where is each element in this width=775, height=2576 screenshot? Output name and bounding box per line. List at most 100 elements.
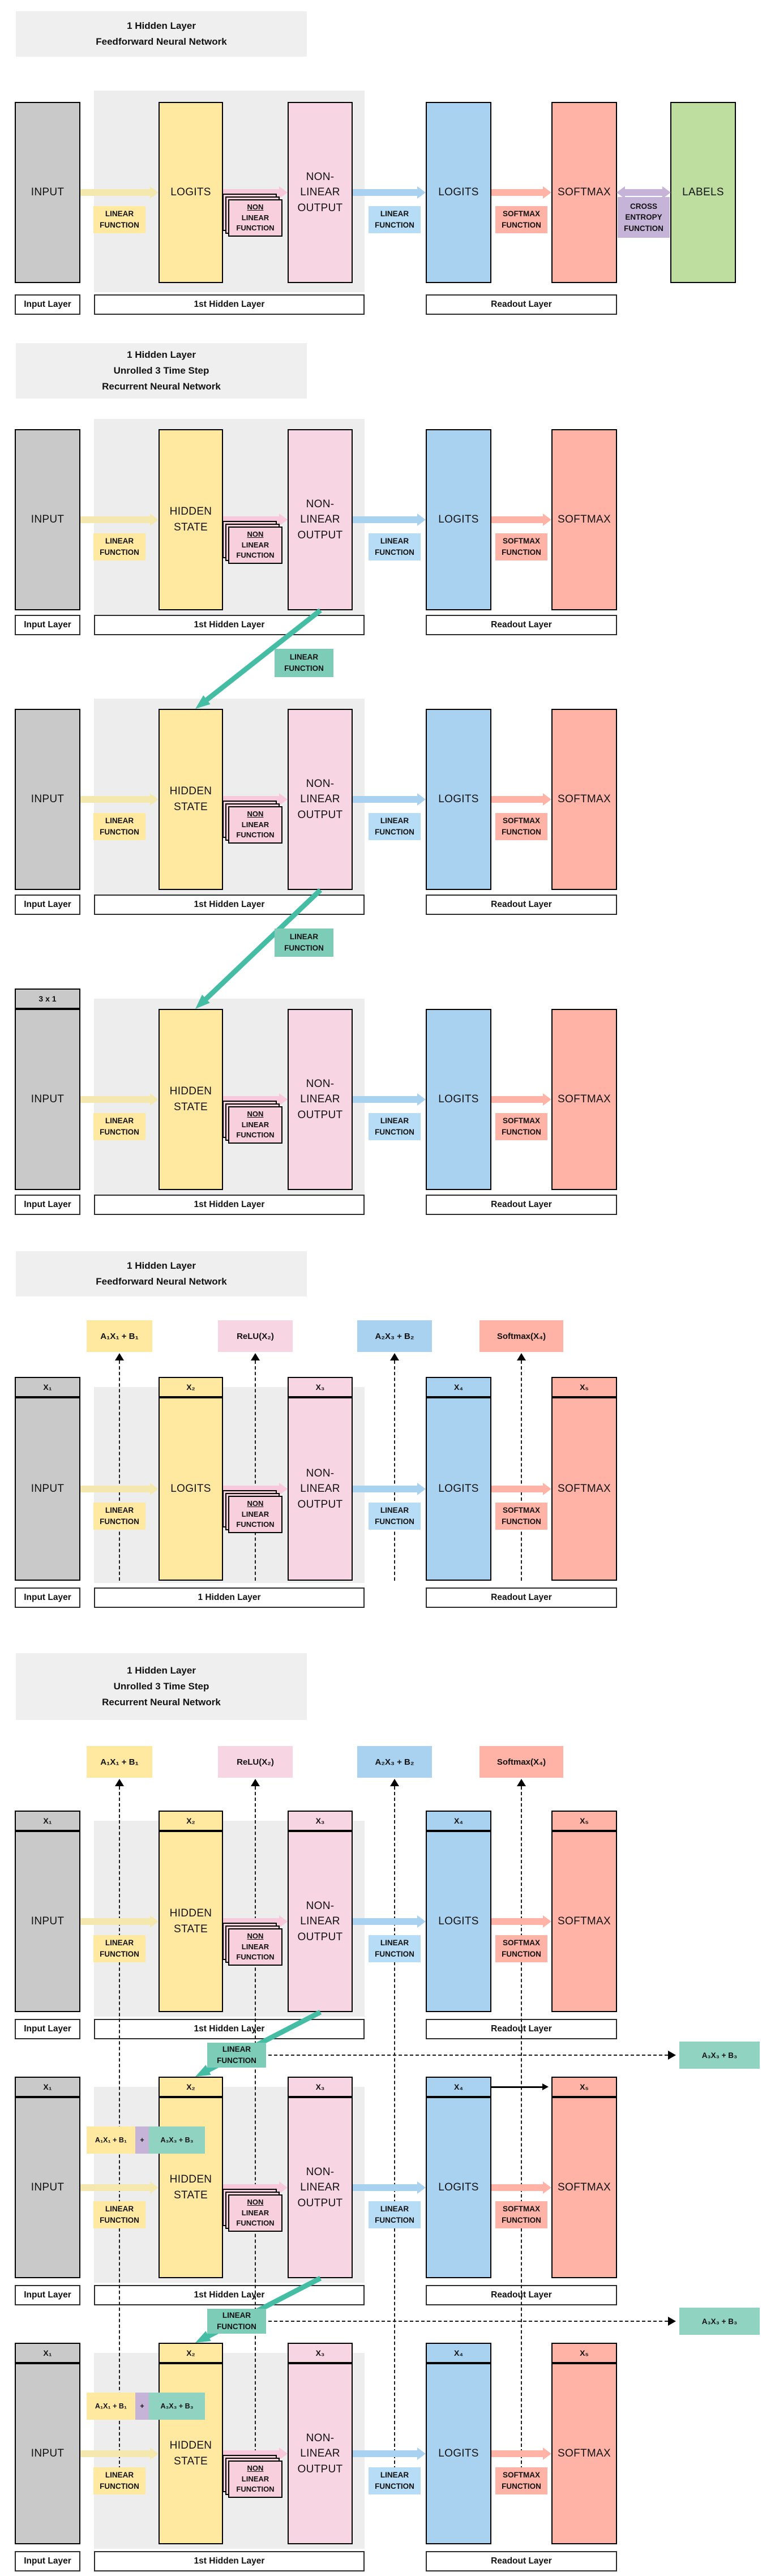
label-text: FUNCTION — [100, 1950, 139, 1958]
linear-function-arrow — [353, 2184, 417, 2191]
label-text: LINEAR — [222, 2045, 251, 2054]
label-text: FUNCTION — [236, 551, 275, 560]
label-text: FUNCTION — [236, 1520, 275, 1529]
layer-label-text: Input Layer — [24, 2024, 71, 2034]
linear-function-arrow — [353, 796, 417, 803]
header-text: X₅ — [580, 2082, 589, 2091]
readout-logits-box: LOGITS — [426, 1009, 491, 1190]
formula-text: A₃X₃ + B₃ — [149, 2126, 205, 2154]
label-text: LINEAR — [105, 1939, 134, 1948]
header-text: X₄ — [453, 2348, 463, 2357]
input-layer-label: Input Layer — [15, 2285, 80, 2305]
linear-function-arrow — [353, 2450, 417, 2457]
recurrent-sum-label: A₁X₁ + B₁ + A₃X₃ + B₃ — [87, 2393, 205, 2420]
title-line: 1 Hidden Layer — [127, 20, 196, 31]
dashed-recurrent-connector — [268, 2321, 668, 2322]
readout-layer-label: Readout Layer — [426, 1587, 617, 1608]
x5-header: X₅ — [551, 2343, 617, 2363]
layer-label-text: Readout Layer — [491, 1200, 552, 1209]
label-text: LINEAR — [241, 1509, 269, 1518]
x1-header: X₁ — [15, 1377, 80, 1397]
box-text: LOGITS — [438, 514, 479, 525]
dashed-arrowhead-up — [390, 1353, 399, 1360]
layer-label-text: Readout Layer — [491, 900, 552, 909]
box-text: STATE — [174, 1923, 208, 1935]
linear-function-arrow — [80, 1096, 150, 1103]
header-text: X₁ — [43, 2082, 52, 2091]
label-text: FUNCTION — [100, 828, 139, 836]
box-text: INPUT — [31, 1483, 65, 1495]
formula-text: A₁X₁ + B₁ — [87, 2393, 135, 2420]
header-text: X₅ — [580, 1816, 589, 1825]
label-text: SOFTMAX — [503, 537, 540, 546]
box-text: HIDDEN — [169, 506, 212, 518]
formula-text: A₃X₃ + B₃ — [701, 2051, 738, 2060]
box-text: LOGITS — [170, 186, 211, 198]
box-text: SOFTMAX — [558, 514, 611, 525]
x2-header: X₂ — [159, 2343, 223, 2363]
label-text: FUNCTION — [100, 1517, 139, 1526]
label-text: LINEAR — [380, 537, 409, 546]
layer-label-text: Readout Layer — [491, 1593, 552, 1602]
labels-box: LABELS — [670, 102, 736, 283]
label-text: NON — [247, 1931, 264, 1940]
x1-header: X₁ — [15, 2343, 80, 2363]
readout-layer-label: Readout Layer — [426, 1195, 617, 1215]
formula-text: A₃X₃ + B₃ — [149, 2393, 205, 2420]
readout-logits-box: LOGITS — [426, 2097, 491, 2278]
x4-to-x5-arrow — [491, 2086, 543, 2088]
input-box: INPUT — [15, 2097, 80, 2278]
dashed-connector — [521, 1360, 522, 1581]
label-text: LINEAR — [241, 540, 269, 549]
x4-header: X₄ — [426, 2077, 491, 2097]
label-text: NON — [247, 202, 264, 211]
label-text: LINEAR — [380, 209, 409, 219]
box-text: INPUT — [31, 186, 65, 198]
softmax-function-arrow — [491, 189, 543, 196]
label-text: FUNCTION — [502, 2482, 541, 2491]
recurrent-linear-arrow — [195, 608, 322, 709]
label-text: SOFTMAX — [503, 1506, 540, 1515]
box-text: LINEAR — [300, 793, 340, 806]
title-line: 1 Hidden Layer — [127, 349, 196, 360]
formula-linear2: A₂X₃ + B₂ — [357, 1320, 432, 1352]
header-text: X₄ — [453, 1383, 463, 1392]
label-text: NON — [247, 2463, 264, 2472]
box-text: OUTPUT — [297, 1931, 343, 1943]
title-line: 1 Hidden Layer — [127, 1664, 196, 1676]
header-text: X₂ — [186, 1383, 195, 1392]
box-text: HIDDEN — [169, 2440, 212, 2452]
box-text: LOGITS — [438, 1093, 479, 1105]
box-text: NON- — [306, 170, 335, 183]
x2-header: X₂ — [159, 1811, 223, 1831]
dashed-arrowhead-right — [668, 2051, 676, 2060]
formula-text: ReLU(X₂) — [237, 1757, 274, 1767]
box-text: LINEAR — [300, 186, 340, 199]
linear-function-arrow — [80, 2450, 150, 2457]
layer-label-text: Input Layer — [24, 2556, 71, 2566]
formula-linear1: A₁X₁ + B₁ — [87, 1320, 152, 1352]
linear-function-arrow — [80, 2184, 150, 2191]
softmax-function-arrow — [491, 516, 543, 523]
box-text: NON- — [306, 1077, 335, 1090]
linear-function-label: LINEAR FUNCTION — [93, 1935, 145, 1962]
label-text: FUNCTION — [502, 221, 541, 229]
label-text: LINEAR — [241, 1120, 269, 1129]
